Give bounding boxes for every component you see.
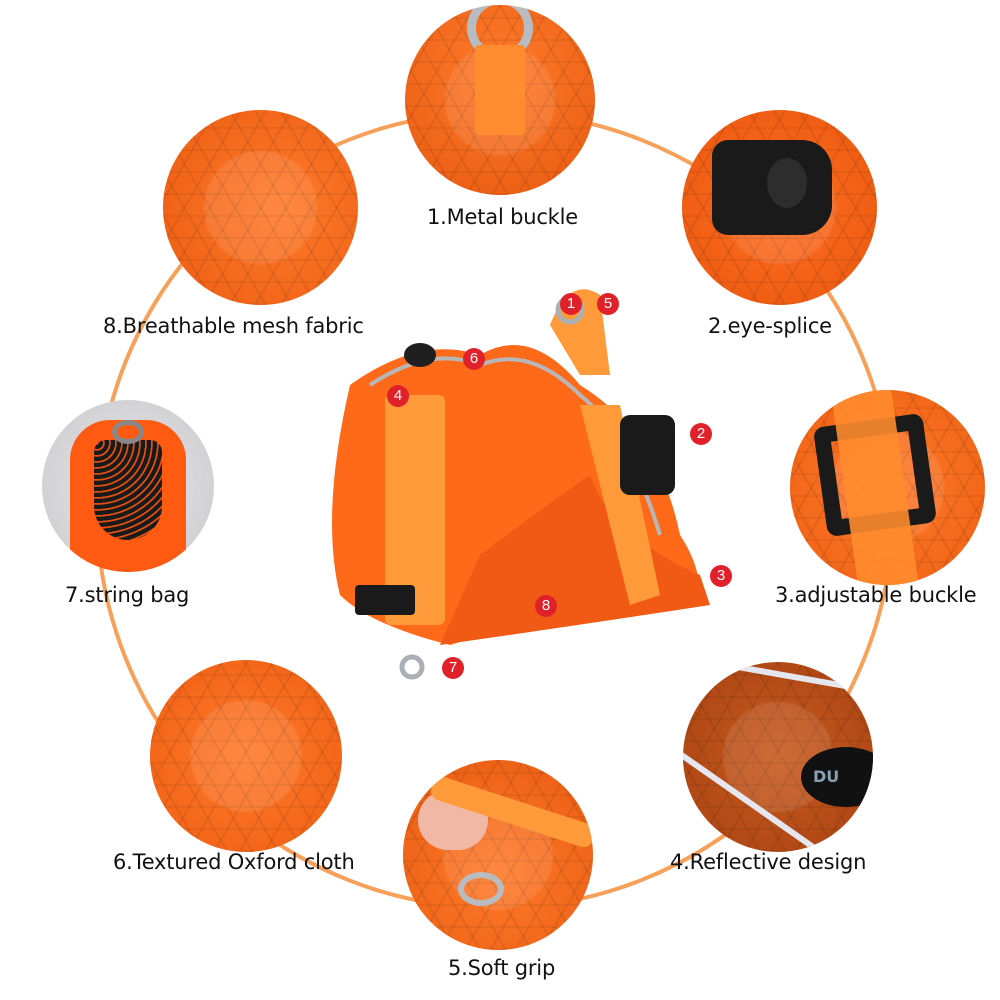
detail-photo-eye-splice xyxy=(682,110,877,305)
feature-label-7: 7.string bag xyxy=(65,583,190,607)
feature-label-3: 3.adjustable buckle xyxy=(775,583,977,607)
brand-logo-patch: DU xyxy=(801,747,873,807)
detail-photo-textured-oxford-cloth xyxy=(150,660,342,852)
feature-label-6: 6.Textured Oxford cloth xyxy=(113,850,355,874)
feature-label-2: 2.eye-splice xyxy=(708,314,832,338)
detail-photo-breathable-mesh-fabric xyxy=(163,110,358,305)
harness-illustration xyxy=(332,289,710,680)
buckle-emblem xyxy=(767,158,807,208)
marker-7: 7 xyxy=(442,657,464,679)
marker-8: 8 xyxy=(535,595,557,617)
marker-3: 3 xyxy=(710,565,732,587)
detail-photo-string-bag xyxy=(42,400,214,572)
strap-loop xyxy=(475,45,525,135)
feature-label-8: 8.Breathable mesh fabric xyxy=(103,314,364,338)
detail-photo-metal-buckle xyxy=(405,5,595,195)
feature-label-5: 5.Soft grip xyxy=(448,956,556,980)
d-ring-icon xyxy=(112,420,144,444)
detail-photo-reflective-design: DU xyxy=(683,662,873,852)
marker-2: 2 xyxy=(690,423,712,445)
marker-4: 4 xyxy=(387,385,409,407)
harness-product: 1 5 6 4 2 3 8 7 xyxy=(280,265,750,685)
detail-photo-soft-grip xyxy=(403,760,593,950)
feature-label-4: 4.Reflective design xyxy=(670,850,867,874)
d-ring-icon xyxy=(458,872,504,906)
mesh-pocket xyxy=(94,440,162,540)
feature-label-1: 1.Metal buckle xyxy=(427,205,578,229)
detail-photo-adjustable-buckle xyxy=(790,390,985,585)
marker-6: 6 xyxy=(463,348,485,370)
marker-1: 1 xyxy=(560,293,582,315)
marker-5: 5 xyxy=(597,293,619,315)
